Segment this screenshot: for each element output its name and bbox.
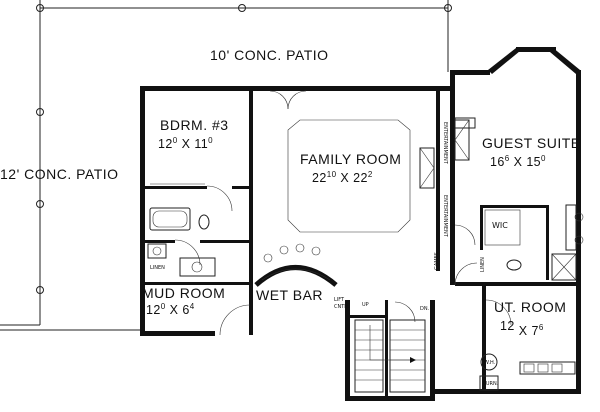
entertainment-label: ENTERTAINMENT xyxy=(442,122,448,165)
patio-post xyxy=(36,286,44,294)
door-swing xyxy=(454,224,476,246)
patio-post xyxy=(444,4,452,12)
door-swing xyxy=(174,239,201,266)
door-swing xyxy=(287,90,307,110)
patio-outline xyxy=(0,0,452,331)
wic-label: WIC xyxy=(492,221,508,230)
stairs xyxy=(354,319,426,393)
patio-post xyxy=(36,108,44,116)
bedroom3-name: BDRM. #3 xyxy=(160,117,229,133)
toilet xyxy=(198,214,210,230)
door-swing xyxy=(454,262,478,286)
interior-walls xyxy=(145,91,576,396)
patio-left-label: 12' CONC. PATIO xyxy=(0,166,119,182)
patio-post xyxy=(36,200,44,208)
guest-suite-name: GUEST SUITE xyxy=(482,135,581,151)
utility-counter xyxy=(519,361,576,375)
vanity xyxy=(565,204,577,251)
fixtures xyxy=(147,117,584,391)
washer xyxy=(179,257,216,277)
door-swing xyxy=(206,185,233,212)
lift-label: LIFT xyxy=(334,297,345,303)
labels: 10' CONC. PATIO 12' CONC. PATIO BDRM. #3… xyxy=(0,47,581,387)
fireplace xyxy=(419,147,435,189)
linen-label-guest: LINEN xyxy=(480,257,486,272)
water-heater xyxy=(480,353,498,371)
patio-post xyxy=(238,4,246,12)
door-swing xyxy=(269,90,289,110)
furn-label: FURN. xyxy=(483,381,499,387)
linen-label: LINEN xyxy=(150,265,165,271)
doors xyxy=(174,90,512,336)
shower xyxy=(551,253,577,281)
exterior-walls xyxy=(140,47,581,401)
family-room-ceiling xyxy=(287,119,411,233)
dn-label: DN. xyxy=(420,306,430,312)
door-swing xyxy=(485,299,512,326)
family-room-name: FAMILY ROOM xyxy=(300,151,401,167)
up-label: UP xyxy=(362,302,369,308)
bathtub xyxy=(149,207,191,231)
wet-bar-label: WET BAR xyxy=(256,287,323,303)
door-swing xyxy=(394,301,416,323)
patio-post xyxy=(36,4,44,12)
toilet xyxy=(506,259,522,271)
utility-room-name: UT. ROOM xyxy=(494,299,566,315)
fireplace xyxy=(454,119,470,161)
entertainment-label-2: ENTERTAINMENT xyxy=(442,195,448,238)
patio-top-label: 10' CONC. PATIO xyxy=(210,47,329,63)
furnace xyxy=(479,375,499,391)
wh-label: W.H. xyxy=(484,360,496,366)
mud-room-name: MUD ROOM xyxy=(142,285,225,301)
lift-label-2: CNTR. xyxy=(334,304,350,310)
games-label: GAMES xyxy=(434,252,440,270)
sink xyxy=(147,243,167,259)
door-swing xyxy=(219,304,251,336)
